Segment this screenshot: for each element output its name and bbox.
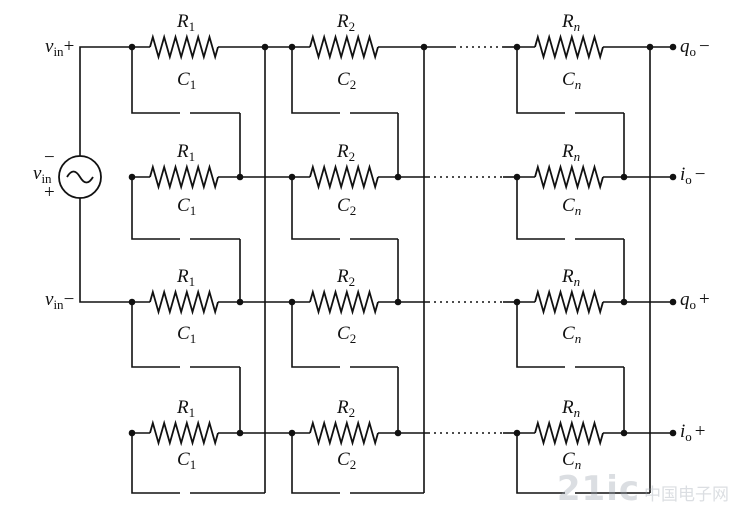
resistor (534, 288, 604, 316)
capacitor-label: C2 (337, 69, 356, 92)
junction-dot (394, 298, 402, 306)
junction-dot (128, 173, 136, 181)
resistor-label: R1 (176, 266, 195, 289)
resistor-label: R1 (176, 141, 195, 164)
labels: R1C1R1C1R1C1R1C1R2C2R2C2R2C2R2C2RnCnRnCn… (176, 11, 581, 472)
resistor (309, 163, 379, 191)
resistor (309, 419, 379, 447)
wire (291, 177, 340, 240)
capacitor-label: C2 (337, 195, 356, 218)
junction-dot (620, 298, 628, 306)
source-minus: − (44, 147, 55, 168)
capacitor-label: Cn (562, 323, 581, 346)
resistor (149, 288, 219, 316)
source-label: vin (33, 163, 52, 186)
junction-dot (513, 173, 521, 181)
junction-dot (620, 429, 628, 437)
junction-dot (394, 173, 402, 181)
junction-dot (128, 43, 136, 51)
junction-dot (236, 298, 244, 306)
wire (131, 177, 180, 240)
resistor-label: Rn (561, 397, 580, 420)
junction-dot (513, 43, 521, 51)
capacitor-label: C1 (177, 69, 196, 92)
capacitor-label: C2 (337, 449, 356, 472)
resistor-label: R2 (336, 266, 355, 289)
resistor (149, 33, 219, 61)
wire (131, 433, 180, 494)
junction-dot (620, 173, 628, 181)
resistor-label: R2 (336, 11, 355, 34)
resistor (309, 33, 379, 61)
junction-dot (646, 43, 654, 51)
wire (240, 46, 266, 493)
capacitor-label: C1 (177, 323, 196, 346)
wire (79, 46, 92, 156)
vin-plus-label: vin+ (45, 36, 74, 59)
wire (131, 302, 180, 368)
resistor-label: R2 (336, 397, 355, 420)
junction-dot (669, 298, 677, 306)
resistor-label: R1 (176, 11, 195, 34)
wire (79, 198, 92, 303)
junction-dot (236, 429, 244, 437)
junction-dot (288, 298, 296, 306)
output-i-minus-label: io− (680, 164, 706, 187)
junction-dot (236, 173, 244, 181)
wire (131, 47, 180, 114)
wire (516, 47, 565, 114)
capacitor-label: C2 (337, 323, 356, 346)
resistor (534, 419, 604, 447)
junction-dot (394, 429, 402, 437)
vin-minus-label: vin− (45, 289, 74, 312)
resistor (534, 33, 604, 61)
wire (291, 302, 340, 368)
resistor-label: R1 (176, 397, 195, 420)
wire (291, 433, 340, 494)
junction-dot (513, 429, 521, 437)
junction-dot (288, 173, 296, 181)
components (58, 33, 604, 447)
resistor (149, 163, 219, 191)
ac-source (58, 155, 102, 199)
junction-dot (669, 173, 677, 181)
junction-dot (513, 298, 521, 306)
junction-dot (420, 43, 428, 51)
resistor-label: Rn (561, 11, 580, 34)
wire (624, 46, 651, 493)
junction-dot (669, 429, 677, 437)
wire (516, 302, 565, 368)
junction-dot (288, 429, 296, 437)
resistor-label: Rn (561, 141, 580, 164)
ac-source-wave (66, 170, 94, 184)
capacitor-label: Cn (562, 195, 581, 218)
junction-dots (128, 43, 677, 437)
source-plus: + (44, 182, 55, 203)
wire (291, 47, 340, 114)
wire (516, 177, 565, 240)
junction-dot (669, 43, 677, 51)
capacitor-label: Cn (562, 69, 581, 92)
capacitor-label: C1 (177, 195, 196, 218)
junction-dot (128, 298, 136, 306)
wire (516, 433, 565, 494)
resistor-label: R2 (336, 141, 355, 164)
junction-dot (128, 429, 136, 437)
output-q-minus-label: qo− (680, 36, 710, 59)
junction-dot (288, 43, 296, 51)
output-i-plus-label: io+ (680, 421, 706, 444)
resistor (534, 163, 604, 191)
output-q-plus-label: qo+ (680, 289, 710, 312)
capacitor-label: Cn (562, 449, 581, 472)
junction-dot (261, 43, 269, 51)
resistor (149, 419, 219, 447)
resistor-label: Rn (561, 266, 580, 289)
resistor (309, 288, 379, 316)
capacitor-label: C1 (177, 449, 196, 472)
wire (398, 46, 425, 493)
